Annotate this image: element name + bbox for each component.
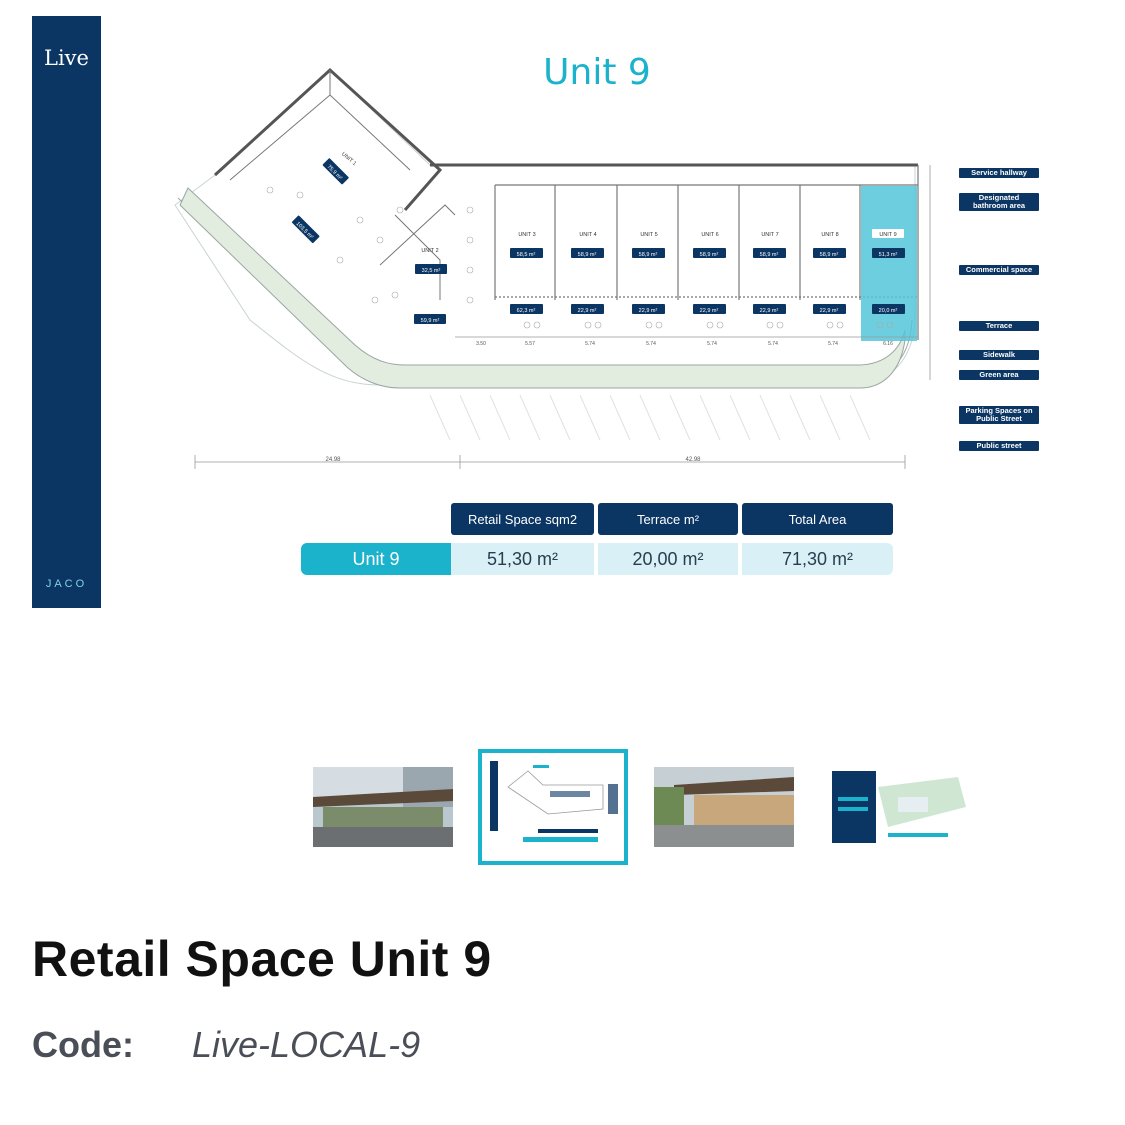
header-terrace: Terrace m² xyxy=(598,503,738,535)
brand-city: JACO xyxy=(45,578,88,590)
unit-area-tag: 58,9 m² xyxy=(760,252,779,258)
unit-area-tag: 58,9 m² xyxy=(820,252,839,258)
brand-sidebar: Live JACO xyxy=(32,16,101,608)
unit-area-tag: 58,9 m² xyxy=(700,252,719,258)
terrace-area-tag: 62,3 m² xyxy=(517,308,536,314)
gallery-main-image[interactable]: Live JACO Unit 9 xyxy=(0,0,1125,640)
bottom-dim: 5.74 xyxy=(768,341,778,347)
terrace-area-tag: 20,0 m² xyxy=(879,308,898,314)
bottom-dim: 5.74 xyxy=(585,341,595,347)
unit-name: UNIT 6 xyxy=(701,232,718,238)
bottom-dim: 6.16 xyxy=(883,341,893,347)
value-retail-space: 51,30 m² xyxy=(451,543,594,575)
bottom-dim: 3.50 xyxy=(476,341,486,347)
terrace-area-tag: 22,9 m² xyxy=(820,308,839,314)
floor-plan: 24.98 42.98 3.50 5.57 5.74 5.74 5.74 5.7… xyxy=(174,67,931,469)
unit-area-tag: 32,5 m² xyxy=(422,268,441,274)
terrace-area-tag: 22,9 m² xyxy=(639,308,658,314)
plan-title: Unit 9 xyxy=(543,52,651,93)
live-logo: Live xyxy=(44,46,89,70)
terrace-area-tag: 59,9 m² xyxy=(421,318,440,324)
product-code-row: Code: Live-LOCAL-9 xyxy=(32,1024,420,1066)
unit-name: UNIT 7 xyxy=(761,232,778,238)
terrace-area-tag: 22,9 m² xyxy=(700,308,719,314)
code-label: Code: xyxy=(32,1024,134,1065)
unit-area-tag: 58,9 m² xyxy=(578,252,597,258)
bottom-dim: 5.74 xyxy=(646,341,656,347)
bottom-dim: 5.74 xyxy=(828,341,838,347)
overall-dim-1: 24.98 xyxy=(325,457,341,463)
product-title: Retail Space Unit 9 xyxy=(32,931,492,987)
legend-bathroom-area: Designated bathroom area xyxy=(959,193,1039,211)
header-total-area: Total Area xyxy=(742,503,893,535)
value-total-area: 71,30 m² xyxy=(742,543,893,575)
terrace-area-tag: 22,9 m² xyxy=(760,308,779,314)
thumbnail-exterior-2[interactable] xyxy=(654,767,794,847)
legend-public-street: Public street xyxy=(959,441,1039,451)
unit-name: UNIT 8 xyxy=(821,232,838,238)
thumbnail-strip xyxy=(0,745,1125,865)
value-terrace: 20,00 m² xyxy=(598,543,738,575)
legend-commercial-space: Commercial space xyxy=(959,265,1039,275)
unit-name: UNIT 2 xyxy=(421,248,438,254)
legend-green-area: Green area xyxy=(959,370,1039,380)
bottom-dim: 5.74 xyxy=(707,341,717,347)
thumbnail-floor-plan[interactable] xyxy=(478,749,628,865)
thumbnail-site-map[interactable] xyxy=(828,767,968,847)
header-retail-space: Retail Space sqm2 xyxy=(451,503,594,535)
legend-sidewalk: Sidewalk xyxy=(959,350,1039,360)
legend-terrace: Terrace xyxy=(959,321,1039,331)
bottom-dim: 5.57 xyxy=(525,341,535,347)
code-value: Live-LOCAL-9 xyxy=(192,1024,421,1065)
overall-dim-2: 42.98 xyxy=(685,457,701,463)
summary-unit-label: Unit 9 xyxy=(301,543,451,575)
unit-area-tag: 58,5 m² xyxy=(517,252,536,258)
area-summary-table: Retail Space sqm2 Terrace m² Total Area … xyxy=(301,503,893,575)
unit-area-tag: 58,9 m² xyxy=(639,252,658,258)
unit-name: UNIT 1 xyxy=(340,151,357,167)
legend-service-hallway: Service hallway xyxy=(959,168,1039,178)
thumbnail-exterior-1[interactable] xyxy=(313,767,453,847)
unit-name: UNIT 3 xyxy=(518,232,535,238)
unit-name: UNIT 4 xyxy=(579,232,596,238)
unit-name: UNIT 9 xyxy=(879,232,896,238)
unit-name: UNIT 5 xyxy=(640,232,657,238)
legend-parking: Parking Spaces on Public Street xyxy=(959,406,1039,424)
terrace-area-tag: 22,9 m² xyxy=(578,308,597,314)
unit-area-tag: 51,3 m² xyxy=(879,252,898,258)
